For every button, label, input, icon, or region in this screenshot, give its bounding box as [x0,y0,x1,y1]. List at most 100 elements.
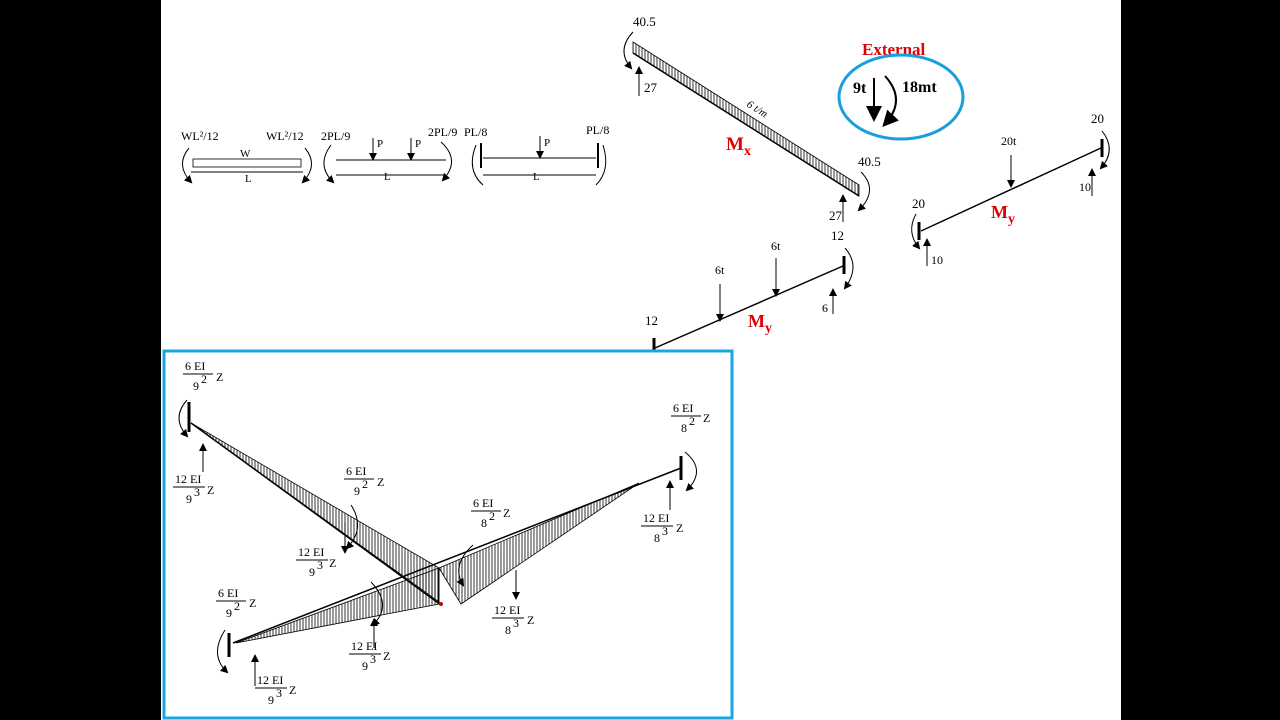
fem-udl-load-label: W [240,148,251,160]
svg-text:Z: Z [503,506,510,520]
svg-text:2: 2 [489,509,495,523]
svg-text:3: 3 [513,616,519,630]
svg-text:9: 9 [186,492,192,506]
svg-text:Z: Z [383,649,390,663]
term-mid-upper-reaction: 12 EI 9 3 Z [296,545,336,579]
udl-load-block [192,158,302,168]
fem-2p-right-label: 2PL/9 [428,125,457,139]
term-right-moment: 6 EI 8 2 Z [671,401,710,435]
mx-beam-line [632,52,860,197]
svg-text:3: 3 [662,524,668,538]
my-right-left-reaction: 10 [931,253,943,267]
svg-text:Z: Z [703,411,710,425]
my-right-load: 20t [1001,134,1017,148]
term-top-left-reaction: 12 EI 9 3 Z [173,472,214,506]
udl-right-moment-arrow [301,147,312,184]
udl-left-moment-arrow [182,147,193,184]
svg-text:Z: Z [527,613,534,627]
term-center-moment: 6 EI 8 2 Z [471,496,510,530]
svg-text:9: 9 [226,606,232,620]
hatched-region-2 [235,567,440,644]
external-moment: 18mt [902,79,937,96]
svg-text:12 EI: 12 EI [298,545,324,559]
external-moment-arrow [882,75,900,127]
svg-text:8: 8 [681,421,687,435]
svg-text:9: 9 [309,565,315,579]
my-mid-left-moment: 12 [645,313,658,328]
fem-c-left-label: PL/8 [464,125,487,139]
svg-text:12 EI: 12 EI [643,511,669,525]
svg-text:3: 3 [276,686,282,700]
fem-2p-span: L [384,171,391,183]
fem-udl-right-label: WL²/12 [266,129,304,143]
fem-two-point-sketch: 2PL/9 2PL/9 P P L [321,125,457,184]
svg-text:6 EI: 6 EI [346,464,366,478]
svg-text:12 EI: 12 EI [175,472,201,486]
svg-text:8: 8 [481,516,487,530]
svg-text:6 EI: 6 EI [473,496,493,510]
svg-text:Z: Z [329,556,336,570]
fem-udl-left-label: WL²/12 [181,129,219,143]
svg-text:Z: Z [216,370,223,384]
svg-text:Z: Z [249,596,256,610]
term-lower-left-moment: 6 EI 9 2 Z [216,586,256,620]
external-ellipse [837,53,965,141]
my-mid-label: My [748,311,772,336]
slide-canvas: WL²/12 WL²/12 W L 2PL/9 2PL/9 P P L PL/8… [161,0,1121,720]
fem-udl-span-label: L [245,173,252,185]
svg-text:8: 8 [505,623,511,637]
svg-text:2: 2 [201,372,207,386]
intersection-dot [439,602,443,606]
mx-right-reaction: 27 [829,208,843,223]
term-bottom-reaction: 12 EI 9 3 Z [255,673,296,707]
my-right-beam-line [920,147,1102,232]
mx-label: Mx [726,134,751,159]
svg-text:3: 3 [370,652,376,666]
my-mid-beam-line [654,265,844,349]
my-right-label: My [991,202,1015,227]
svg-text:Z: Z [207,483,214,497]
blue-highlight-box [162,349,734,720]
my-mid-right-reaction: 6 [822,301,828,315]
svg-text:2: 2 [362,477,368,491]
svg-text:9: 9 [193,379,199,393]
my-mid-right-moment: 12 [831,228,844,243]
svg-text:6 EI: 6 EI [218,586,238,600]
term-top-left-moment: 6 EI 9 2 Z [183,359,223,393]
my-mid-load2: 6t [771,239,781,253]
mx-left-moment: 40.5 [633,14,656,29]
my-mid-load1: 6t [715,263,725,277]
hatched-region-3 [438,482,640,605]
term-mid-upper-moment: 6 EI 9 2 Z [344,464,384,498]
external-force: 9t [853,80,867,97]
fem-center-point-sketch: PL/8 PL/8 P L [464,123,609,186]
my-beam-mid: 12 6t 6t My 12 6 [645,228,854,352]
mx-beam: 40.5 27 6 t/m Mx 40.5 27 [623,14,881,223]
svg-text:8: 8 [654,531,660,545]
svg-text:12 EI: 12 EI [494,603,520,617]
mx-left-reaction: 27 [644,80,658,95]
member-2 [232,467,682,644]
fem-c-span: L [533,171,540,183]
mx-right-moment: 40.5 [858,154,881,169]
svg-text:6 EI: 6 EI [673,401,693,415]
term-center-reaction: 12 EI 8 3 Z [492,603,534,637]
fem-2p-p2: P [415,138,421,150]
svg-text:Z: Z [676,521,683,535]
external-loads: External 9t 18mt [837,40,965,141]
fem-2p-left-label: 2PL/9 [321,129,350,143]
term-right-reaction: 12 EI 8 3 Z [641,511,683,545]
structural-diagram: WL²/12 WL²/12 W L 2PL/9 2PL/9 P P L PL/8… [162,14,1110,720]
svg-text:3: 3 [194,485,200,499]
my-right-left-moment: 20 [912,196,925,211]
svg-text:9: 9 [362,659,368,673]
fem-udl-sketch: WL²/12 WL²/12 W L [181,129,312,185]
displacement-diagram: 6 EI 9 2 Z 12 EI 9 3 Z 6 EI 9 2 Z 12 EI … [173,359,710,707]
svg-text:2: 2 [689,414,695,428]
my-beam-right: 20 10 20t My 20 10 [911,111,1110,267]
member-1 [190,422,442,606]
fem-c-right-label: PL/8 [586,123,609,137]
mx-udl-load [632,41,860,197]
my-right-right-moment: 20 [1091,111,1104,126]
svg-text:6 EI: 6 EI [185,359,205,373]
